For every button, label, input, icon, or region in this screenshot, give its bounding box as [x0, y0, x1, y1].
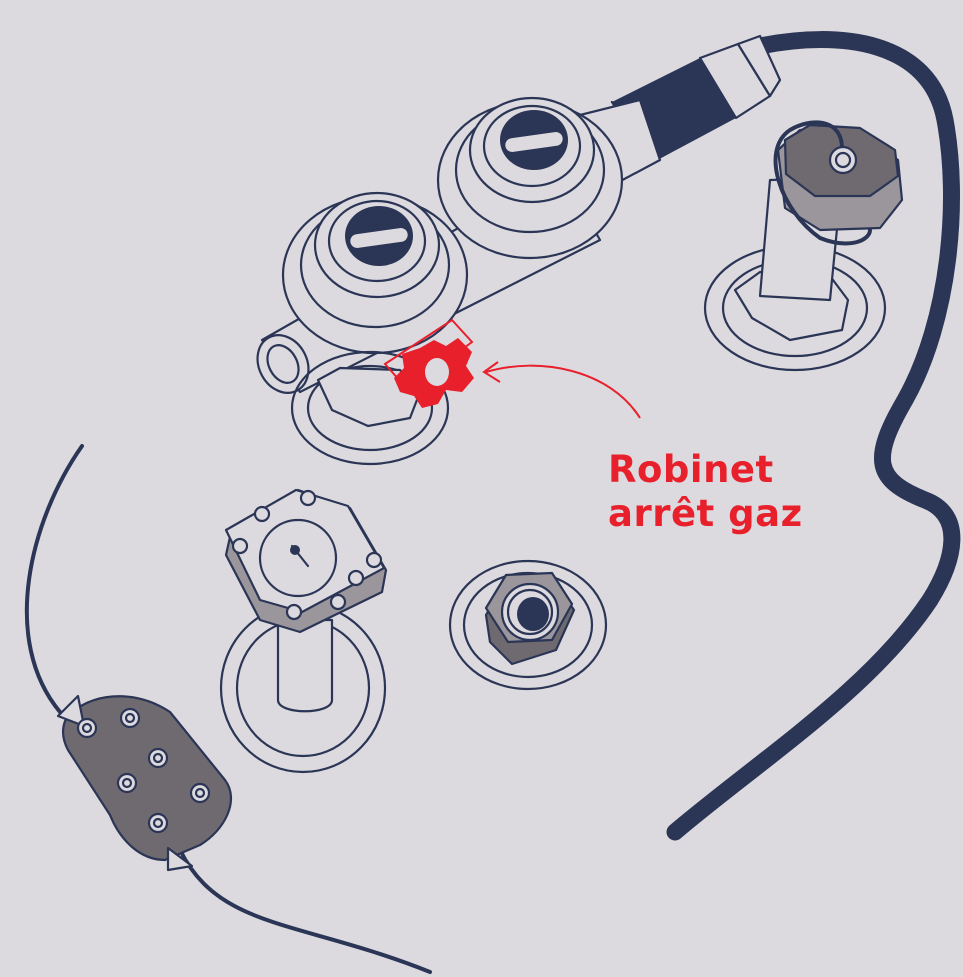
- fill-cap-icon: [703, 120, 904, 372]
- label-line-1: Robinet: [608, 448, 774, 491]
- gas-shutoff-valve-icon: [383, 318, 474, 408]
- gas-hose-bottom: [178, 848, 432, 974]
- label-line-2: arrêt gaz: [608, 492, 803, 535]
- regulator-knob-icon: [281, 191, 469, 355]
- level-gauge-icon: [219, 488, 388, 774]
- regulator-knob-icon: [436, 96, 624, 260]
- hose-clamp-icon: [56, 694, 233, 872]
- gas-hose-left: [24, 444, 84, 714]
- valve-base: [290, 350, 450, 466]
- gas-hose-right: [666, 31, 961, 841]
- hex-plug-icon: [448, 559, 608, 691]
- shutoff-valve-label: Robinet arrêt gaz: [608, 448, 803, 536]
- callout-arrow: [482, 361, 641, 419]
